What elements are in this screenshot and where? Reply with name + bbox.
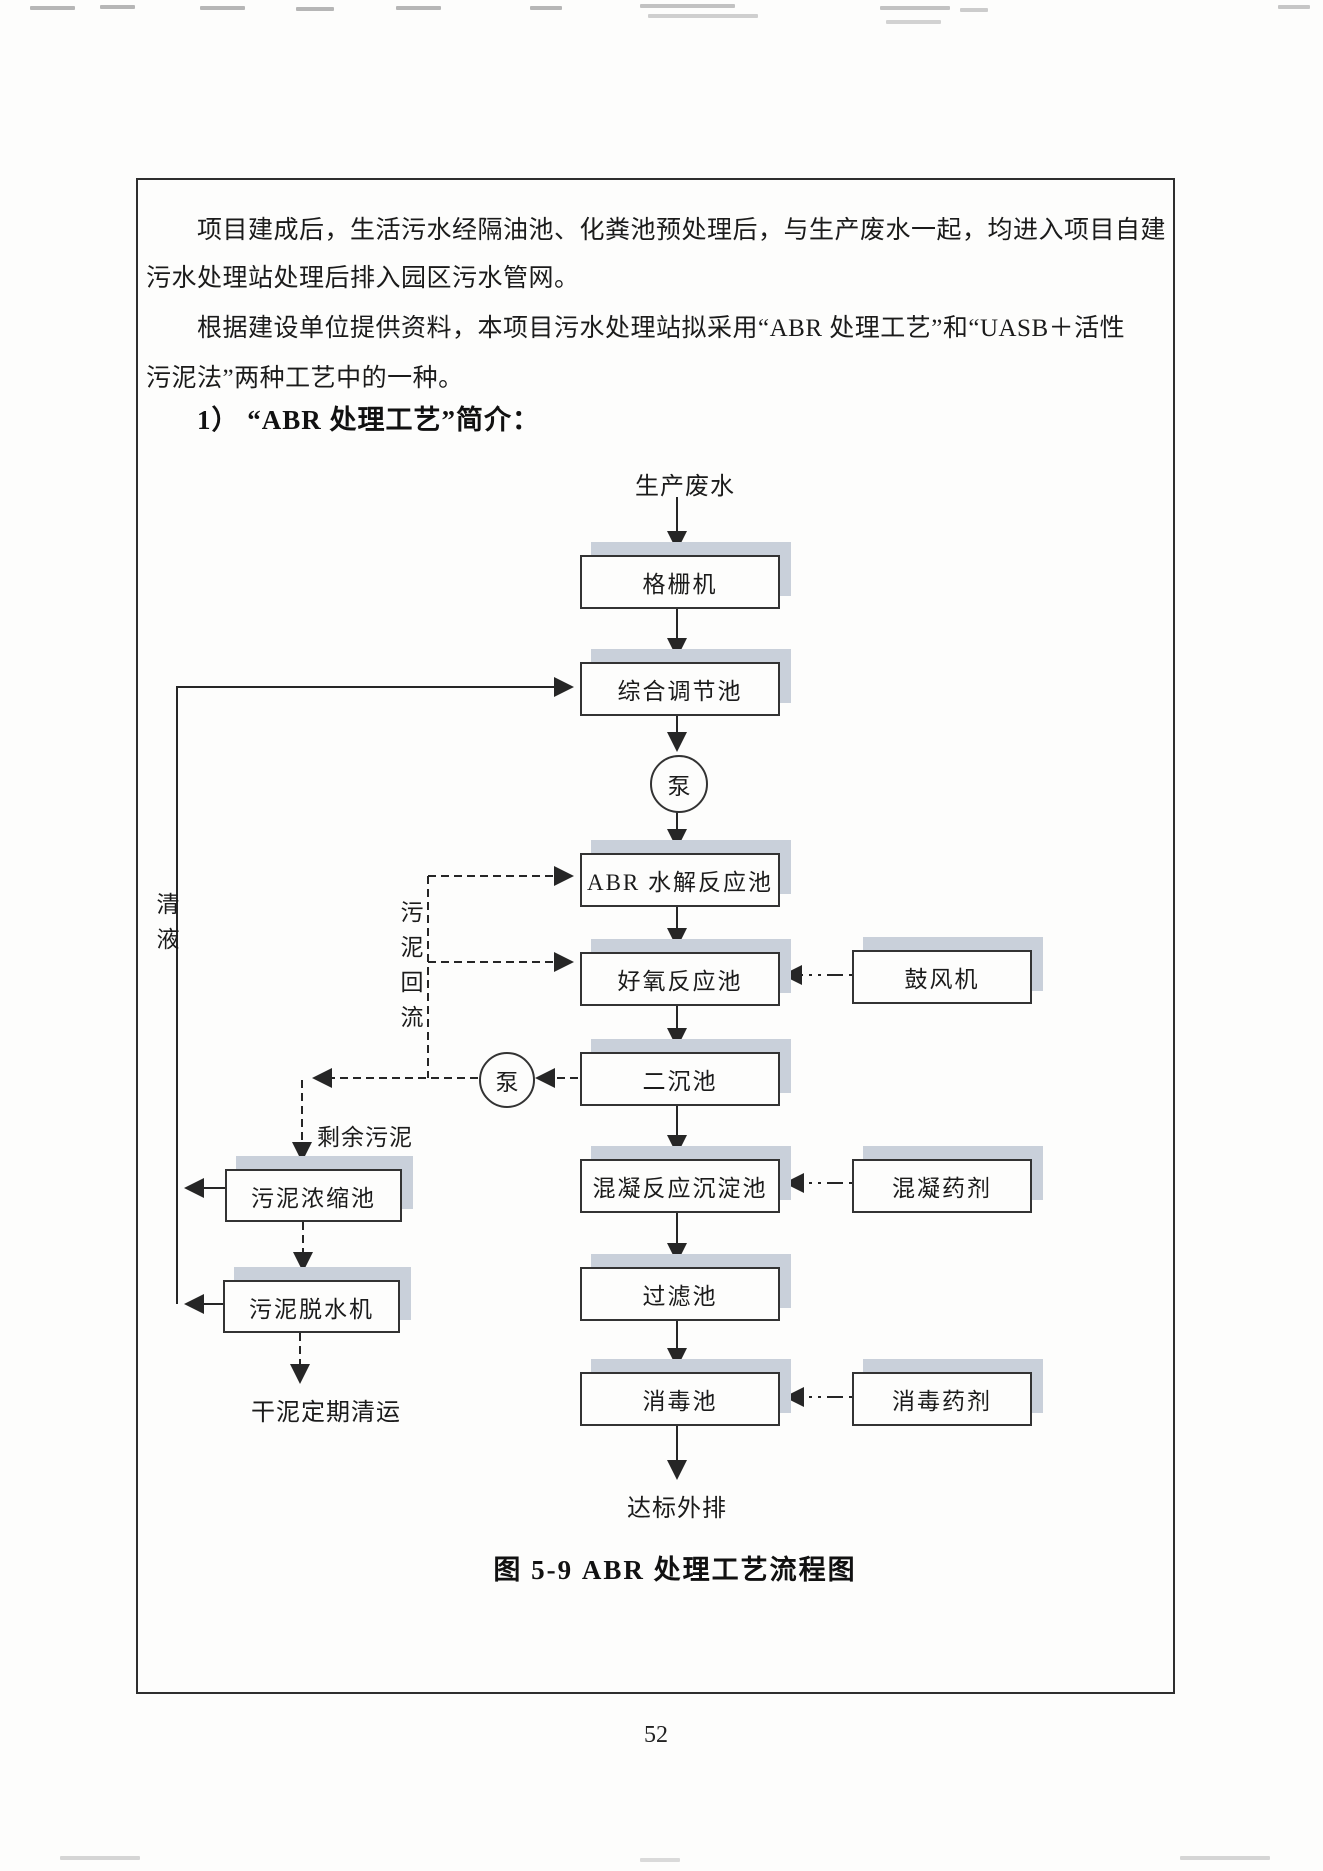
scan-artifact xyxy=(60,1856,140,1860)
scan-artifact xyxy=(886,20,941,24)
node-sludge-thickening-tank: 污泥浓缩池 xyxy=(225,1169,402,1222)
scan-artifact xyxy=(396,6,441,10)
node-coagulant: 混凝药剂 xyxy=(852,1159,1032,1213)
scan-artifact xyxy=(530,6,562,10)
scan-artifact xyxy=(1278,5,1310,9)
node-disinfection-tank: 消毒池 xyxy=(580,1372,780,1426)
scan-artifact xyxy=(1180,1856,1270,1860)
scan-artifact xyxy=(960,8,988,12)
scan-artifact xyxy=(880,6,950,10)
scan-artifact xyxy=(648,14,758,18)
scan-artifact xyxy=(30,6,75,10)
node-pump-1: 泵 xyxy=(650,755,708,813)
scan-artifact xyxy=(100,5,135,9)
scan-artifact xyxy=(200,6,245,10)
paragraph-2-line-2: 污泥法”两种工艺中的一种。 xyxy=(146,365,464,392)
page-number: 52 xyxy=(644,1722,668,1748)
node-filter-tank: 过滤池 xyxy=(580,1267,780,1321)
dry-sludge-label: 干泥定期清运 xyxy=(251,1400,401,1426)
node-disinfectant: 消毒药剂 xyxy=(852,1372,1032,1426)
scan-artifact xyxy=(640,4,735,8)
clear-liquid-label: 清液 xyxy=(153,892,178,962)
scan-artifact xyxy=(296,7,334,11)
excess-sludge-label: 剩余污泥 xyxy=(317,1125,413,1150)
node-coagulation-sedimentation-tank: 混凝反应沉淀池 xyxy=(580,1159,780,1213)
node-grille-machine: 格栅机 xyxy=(580,555,780,609)
node-pump-2: 泵 xyxy=(479,1052,535,1108)
outfall-label: 达标外排 xyxy=(627,1496,727,1522)
paragraph-2-line-1: 根据建设单位提供资料，本项目污水处理站拟采用“ABR 处理工艺”和“UASB＋活… xyxy=(197,315,1126,342)
page-border xyxy=(136,178,1175,1694)
node-secondary-clarifier: 二沉池 xyxy=(580,1052,780,1106)
sludge-return-label: 污泥回流 xyxy=(397,900,422,1040)
node-aerobic-tank: 好氧反应池 xyxy=(580,952,780,1006)
scan-artifact xyxy=(640,1858,680,1862)
paragraph-1-line-1: 项目建成后，生活污水经隔油池、化粪池预处理后，与生产废水一起，均进入项目自建 xyxy=(197,217,1167,244)
node-equalization-tank: 综合调节池 xyxy=(580,662,780,716)
section-heading: 1） “ABR 处理工艺”简介： xyxy=(197,405,541,435)
node-blower: 鼓风机 xyxy=(852,950,1032,1004)
node-abr-hydrolysis-tank: ABR 水解反应池 xyxy=(580,853,780,907)
paragraph-1-line-2: 污水处理站处理后排入园区污水管网。 xyxy=(146,265,580,292)
source-label: 生产废水 xyxy=(635,474,735,500)
figure-caption: 图 5-9 ABR 处理工艺流程图 xyxy=(493,1555,857,1585)
node-sludge-dewatering-machine: 污泥脱水机 xyxy=(223,1280,400,1333)
